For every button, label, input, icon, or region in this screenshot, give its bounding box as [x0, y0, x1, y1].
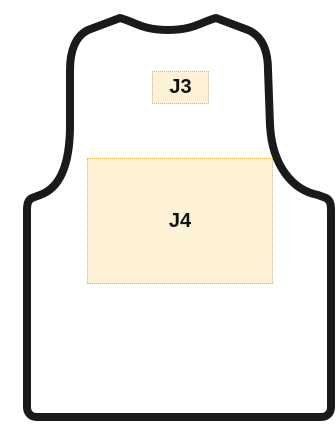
- print-zone-j4[interactable]: J4: [87, 158, 273, 284]
- print-zone-j3-label: J3: [169, 76, 192, 98]
- print-zone-j4-label: J4: [168, 209, 192, 232]
- print-zone-j3[interactable]: J3: [152, 71, 209, 104]
